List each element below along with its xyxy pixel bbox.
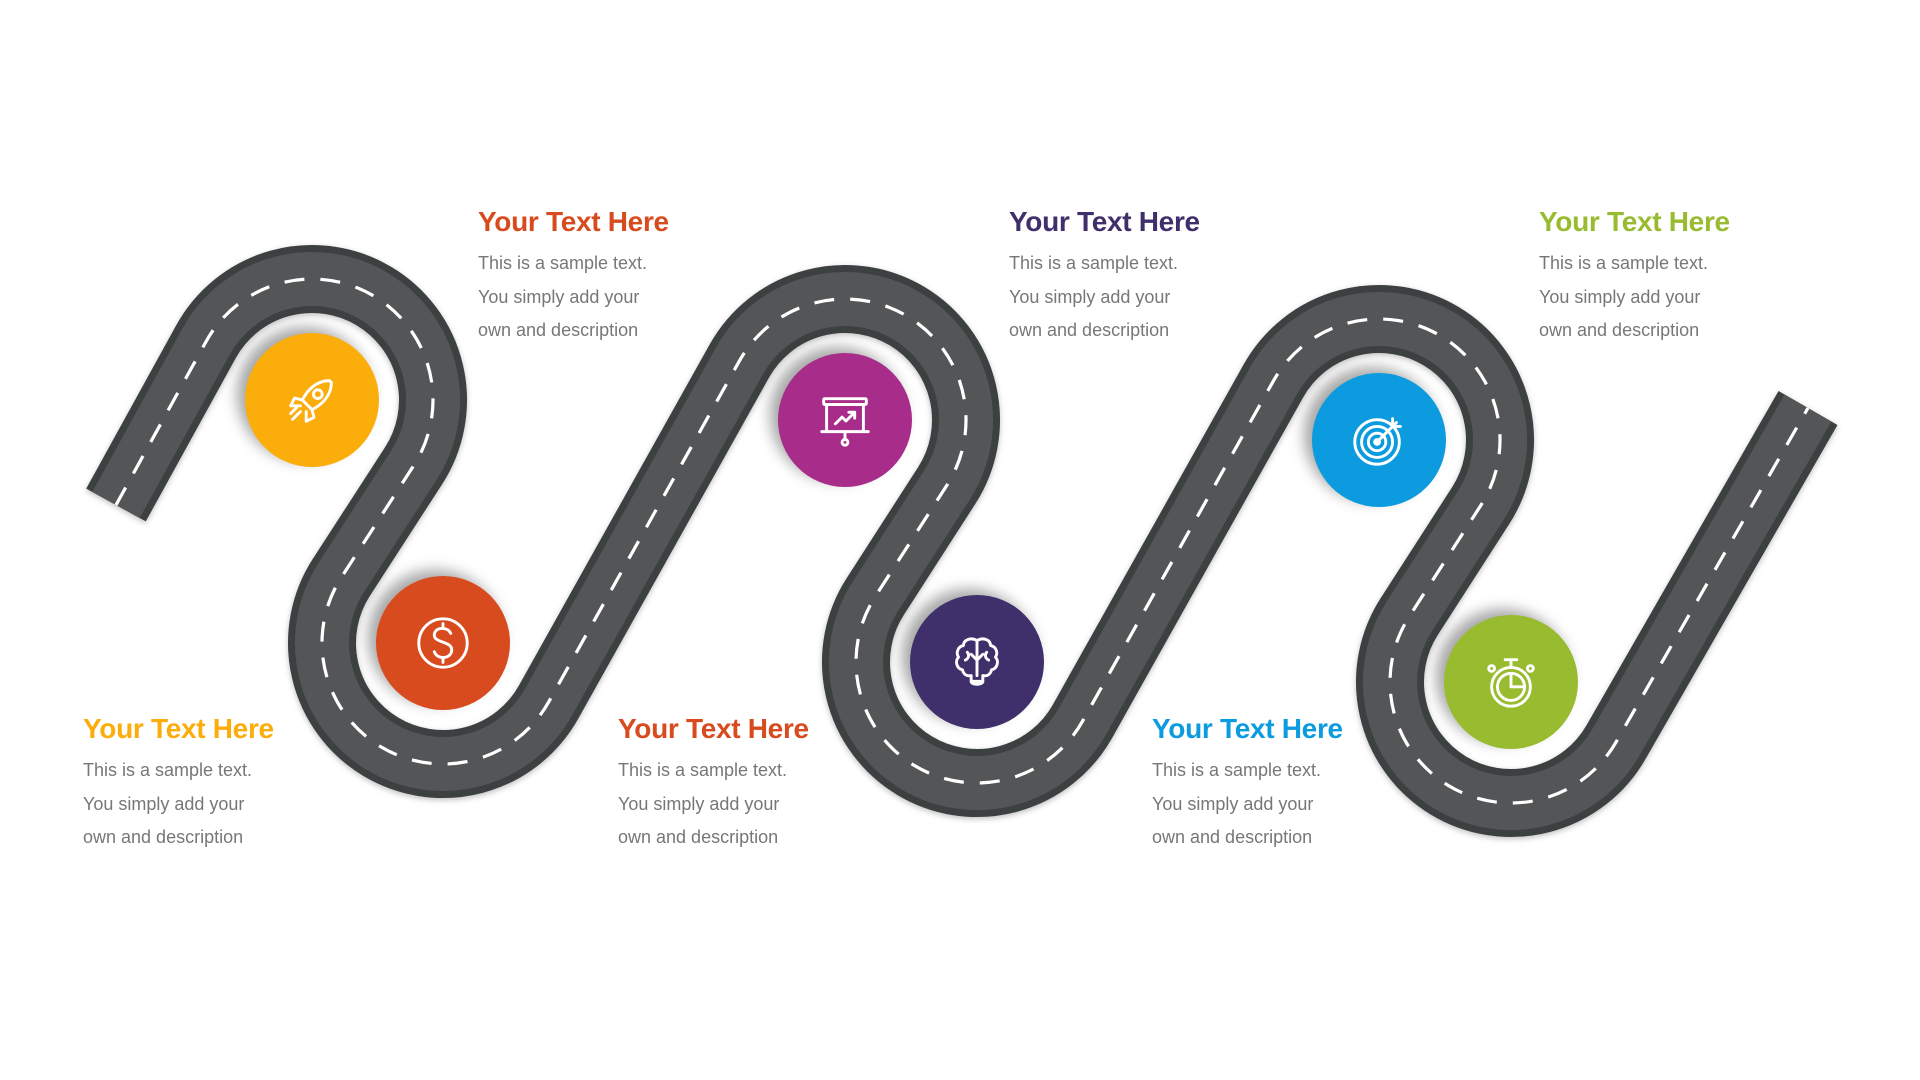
block-line: This is a sample text. [478, 253, 648, 273]
block-title: Your Text Here [1009, 206, 1200, 237]
block-line: own and description [618, 827, 779, 847]
milestone-1 [245, 333, 379, 467]
road-lane-marking [114, 277, 1810, 805]
milestone-3 [778, 353, 912, 487]
milestone-6 [1444, 615, 1578, 749]
block-line: own and description [83, 827, 244, 847]
block-line: This is a sample text. [1152, 760, 1322, 780]
text-block-4: Your Text Here This is a sample text. Yo… [1009, 205, 1269, 348]
text-block-5: Your Text Here This is a sample text. Yo… [1152, 712, 1412, 855]
block-line: own and description [1009, 320, 1170, 340]
brain-bulb-icon [955, 637, 999, 686]
block-line: own and description [1152, 827, 1313, 847]
presentation-chart-icon [820, 397, 870, 447]
milestone-4 [910, 595, 1044, 729]
rocket-icon [289, 379, 333, 423]
text-block-6: Your Text Here This is a sample text. Yo… [1539, 205, 1799, 348]
stopwatch-icon [1487, 658, 1535, 708]
block-line: own and description [478, 320, 639, 340]
block-line: You simply add your [83, 793, 245, 814]
block-line: own and description [1539, 320, 1700, 340]
block-line: This is a sample text. [1539, 253, 1709, 273]
block-line: This is a sample text. [83, 760, 253, 780]
block-title: Your Text Here [478, 206, 669, 237]
milestone-2 [376, 576, 510, 710]
text-block-3: Your Text Here This is a sample text. Yo… [618, 712, 878, 855]
dollar-coin-icon [417, 617, 469, 669]
block-line: You simply add your [1539, 286, 1701, 307]
block-title: Your Text Here [1539, 206, 1730, 237]
text-block-1: Your Text Here This is a sample text. Yo… [83, 712, 343, 855]
block-title: Your Text Here [1152, 713, 1343, 744]
block-title: Your Text Here [83, 713, 274, 744]
block-line: You simply add your [1009, 286, 1171, 307]
text-block-2: Your Text Here This is a sample text. Yo… [478, 205, 738, 348]
block-title: Your Text Here [618, 713, 809, 744]
block-line: This is a sample text. [1009, 253, 1179, 273]
target-icon [1353, 417, 1402, 466]
milestone-5 [1312, 373, 1446, 507]
block-line: You simply add your [478, 286, 640, 307]
block-line: You simply add your [1152, 793, 1314, 814]
block-line: This is a sample text. [618, 760, 788, 780]
block-line: You simply add your [618, 793, 780, 814]
